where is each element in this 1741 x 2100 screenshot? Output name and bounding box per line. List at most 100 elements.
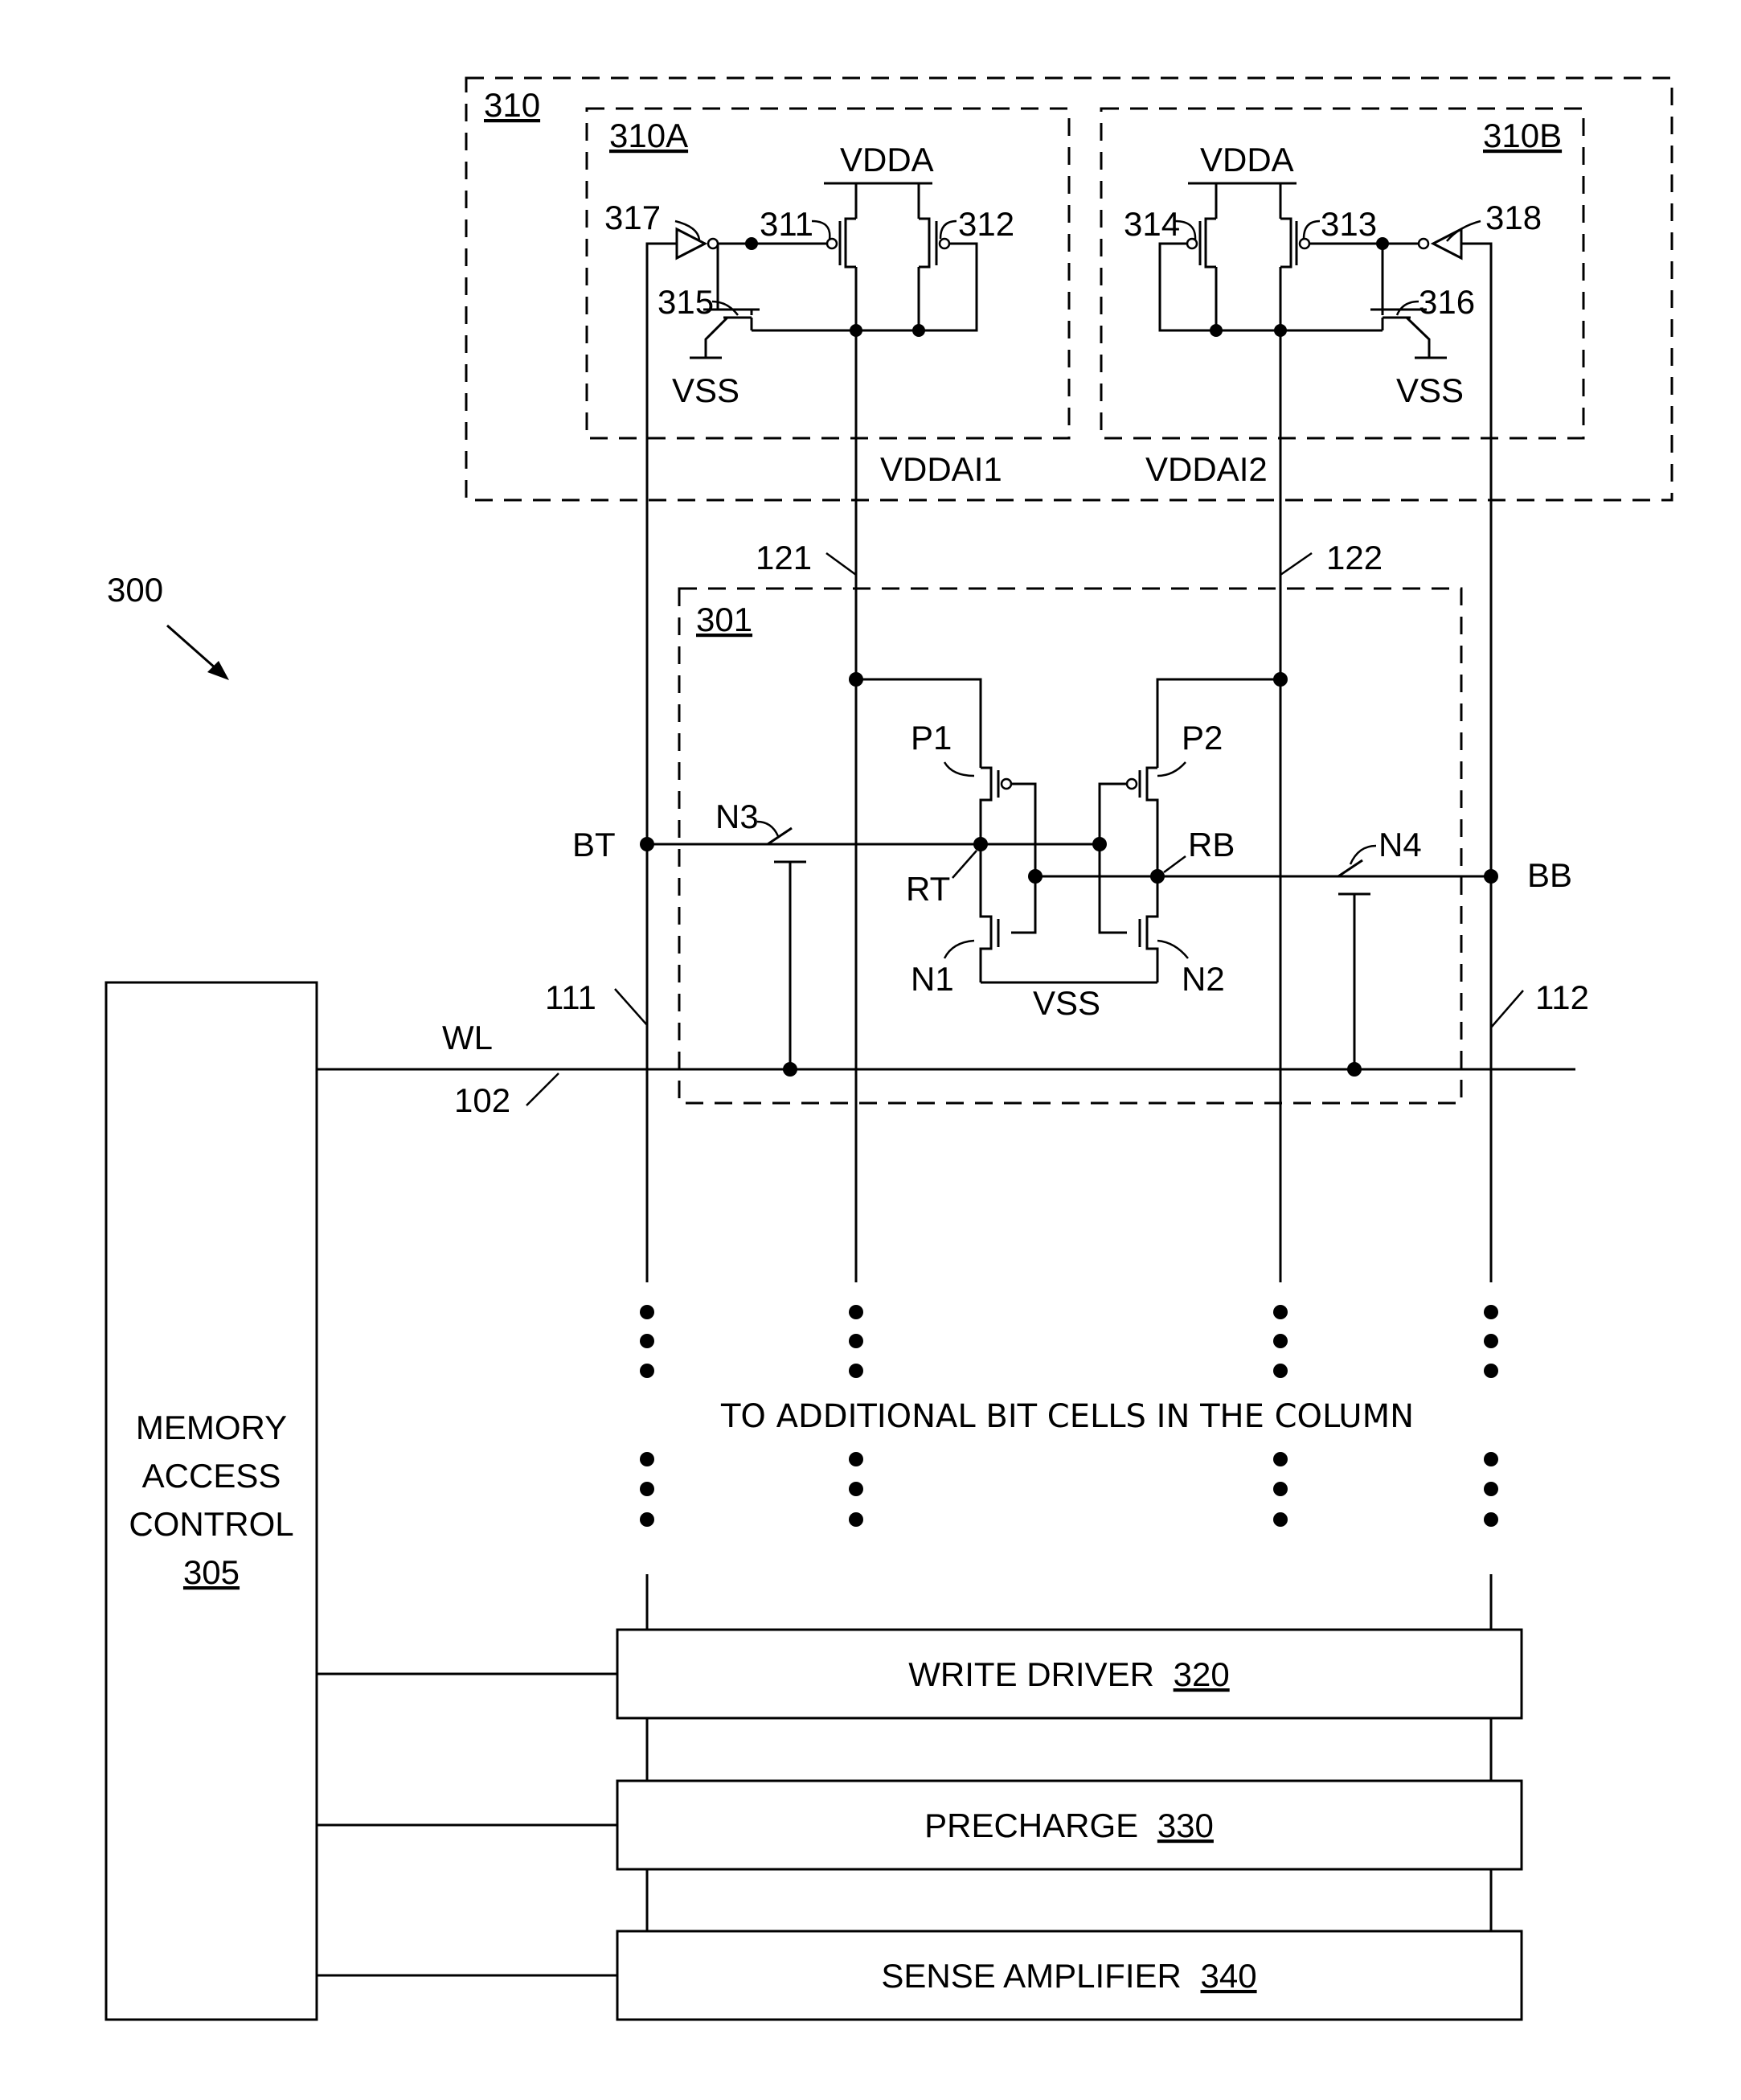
sense-amplifier-label: SENSE AMPLIFIER 340 [881, 1957, 1256, 1995]
t314-gate-tie [1160, 244, 1216, 330]
junction-wl-n3 [783, 1062, 797, 1077]
p1-gate-bubble [1002, 779, 1011, 789]
leader-n3 [757, 822, 778, 836]
junction-122-p2 [1273, 672, 1288, 687]
mac-line3: CONTROL [129, 1505, 293, 1543]
label-318: 318 [1485, 199, 1542, 236]
t316-source [1407, 318, 1429, 358]
mac-ref: 305 [183, 1553, 240, 1591]
t312-transistor [919, 183, 936, 267]
junction-310b-drain [1274, 324, 1287, 337]
tick-122 [1280, 553, 1312, 575]
figure-number: 300 [107, 571, 163, 609]
junction-310a-312 [912, 324, 925, 337]
t315-source [706, 318, 727, 358]
t311-gate-bubble [827, 239, 837, 248]
label-rt: RT [906, 870, 950, 908]
label-p2: P2 [1182, 719, 1223, 757]
junction-121-p1 [849, 672, 863, 687]
precharge-label: PRECHARGE 330 [924, 1807, 1214, 1844]
junction-bb [1484, 869, 1498, 884]
group-310-label: 310 [484, 86, 540, 124]
label-311: 311 [760, 205, 813, 243]
junction-wl-n4 [1347, 1062, 1362, 1077]
t313-gate-bubble [1300, 239, 1309, 248]
vss-b-label: VSS [1396, 371, 1464, 409]
label-p1: P1 [911, 719, 952, 757]
leader-312 [940, 221, 957, 239]
column-note: TO ADDITIONAL BIT CELLS IN THE COLUMN [720, 1398, 1414, 1435]
label-bb: BB [1527, 856, 1572, 894]
junction-rt [973, 837, 988, 851]
junction-bt [640, 837, 654, 851]
group-310b-label: 310B [1483, 117, 1562, 154]
label-102: 102 [454, 1081, 510, 1119]
leader-p2 [1157, 762, 1186, 776]
mac-line1: MEMORY [136, 1409, 287, 1446]
leader-n2 [1157, 941, 1188, 958]
tick-112 [1491, 991, 1523, 1027]
group-310a-label: 310A [609, 117, 688, 154]
leader-p1 [944, 762, 974, 776]
tick-102 [526, 1073, 559, 1105]
group-310a-box [587, 109, 1069, 438]
t312-gate-bubble [940, 239, 949, 248]
leader-rt [952, 851, 977, 878]
label-316: 316 [1419, 283, 1475, 321]
junction-rb [1150, 869, 1165, 884]
junction-rb-gate [1028, 869, 1043, 884]
vddai2-label: VDDAI2 [1145, 450, 1268, 488]
n4-transistor [1338, 894, 1370, 1069]
leader-rb [1164, 856, 1186, 872]
label-111: 111 [545, 978, 596, 1016]
t312-gate-tie [919, 244, 977, 330]
precharge-text: PRECHARGE [924, 1807, 1138, 1844]
write-driver-ref: 320 [1174, 1655, 1230, 1693]
label-bt: BT [572, 826, 616, 863]
n1-transistor [981, 844, 998, 982]
inverter-317 [677, 229, 705, 258]
inv1-gate-net [1011, 784, 1035, 933]
label-rb: RB [1188, 826, 1235, 863]
label-315: 315 [657, 283, 714, 321]
t311-transistor [840, 183, 856, 267]
mac-line2: ACCESS [142, 1457, 281, 1495]
group-301-box [679, 589, 1461, 1103]
inverter-318 [1433, 229, 1461, 258]
inverter-317-input [647, 244, 678, 256]
label-n3: N3 [715, 798, 759, 835]
leader-313 [1304, 221, 1320, 239]
label-122: 122 [1326, 539, 1383, 576]
label-112: 112 [1535, 978, 1589, 1016]
inverter-318-input [1461, 244, 1491, 256]
vdda-a-label: VDDA [840, 141, 934, 178]
n2-transistor [1140, 844, 1157, 982]
n3-transistor [764, 844, 806, 1069]
inverter-318-bubble [1419, 239, 1428, 248]
sense-amplifier-text: SENSE AMPLIFIER [881, 1957, 1181, 1995]
t313-transistor [1280, 183, 1297, 267]
tick-121 [826, 553, 856, 575]
group-310b-box [1101, 109, 1583, 438]
vss-a-label: VSS [672, 371, 739, 409]
t314-gate-bubble [1187, 239, 1197, 248]
label-n2: N2 [1182, 960, 1225, 998]
label-312: 312 [958, 205, 1014, 243]
leader-n1 [944, 941, 974, 958]
t314-transistor [1200, 183, 1216, 267]
vdda-b-label: VDDA [1200, 141, 1294, 178]
precharge-ref: 330 [1157, 1807, 1214, 1844]
label-313: 313 [1321, 205, 1377, 243]
leader-311 [812, 221, 830, 240]
cell-vss-label: VSS [1033, 984, 1100, 1022]
label-wl: WL [442, 1019, 493, 1056]
p2-transistor [1140, 768, 1157, 844]
inverter-317-bubble [708, 239, 718, 248]
leader-318 [1447, 221, 1481, 241]
junction-rt-gate [1092, 837, 1107, 851]
sense-amplifier-ref: 340 [1201, 1957, 1257, 1995]
junction-310a-drain [850, 324, 862, 337]
tick-111 [615, 989, 647, 1025]
